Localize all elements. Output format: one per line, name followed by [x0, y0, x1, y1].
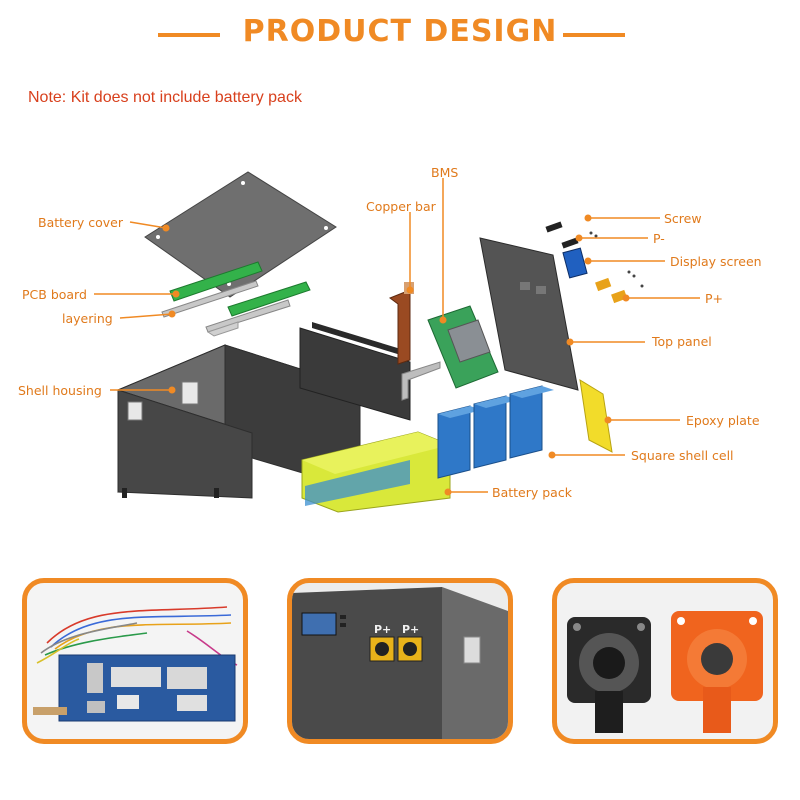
epoxy-plate-part [579, 379, 613, 453]
label-p-minus: P- [653, 231, 665, 246]
label-epoxy-plate: Epoxy plate [686, 413, 760, 428]
label-display-screen: Display screen [670, 254, 762, 269]
label-battery-pack: Battery pack [492, 485, 572, 500]
p-plus-connectors [595, 277, 628, 304]
battery-cover-part [144, 171, 337, 298]
layering-part-2 [205, 299, 291, 333]
title-rule-left [158, 33, 220, 37]
display-screen-part [562, 247, 588, 279]
label-copper-bar: Copper bar [366, 199, 436, 214]
label-square-shell-cell: Square shell cell [631, 448, 734, 463]
pcb-board-part-2 [227, 281, 311, 317]
label-layering: layering [62, 311, 113, 326]
square-shell-cells [437, 385, 554, 479]
label-p-plus: P+ [705, 291, 724, 306]
page-title: PRODUCT DESIGN [242, 14, 558, 49]
photo-case-panel: P+ P+ [287, 578, 513, 744]
copper-bar-part [388, 289, 411, 365]
terminal-label-1: P+ [374, 623, 392, 636]
bms-board-photo [58, 654, 236, 722]
top-panel-part [479, 237, 579, 391]
pcb-board-part-1 [169, 261, 263, 302]
label-shell-housing: Shell housing [18, 383, 102, 398]
screw-parts [545, 221, 644, 288]
terminal-label-2: P+ [402, 623, 420, 636]
photo-connectors [552, 578, 778, 744]
title-rule-right [563, 33, 625, 37]
label-bms: BMS [431, 165, 459, 180]
label-screw: Screw [664, 211, 702, 226]
exploded-diagram [94, 171, 700, 513]
photo-bms-board [22, 578, 248, 744]
internal-frame [299, 327, 411, 421]
label-battery-cover: Battery cover [38, 215, 123, 230]
label-pcb-board: PCB board [22, 287, 87, 302]
label-top-panel: Top panel [652, 334, 712, 349]
kit-note: Note: Kit does not include battery pack [28, 89, 302, 106]
display-screen-photo [301, 612, 337, 636]
